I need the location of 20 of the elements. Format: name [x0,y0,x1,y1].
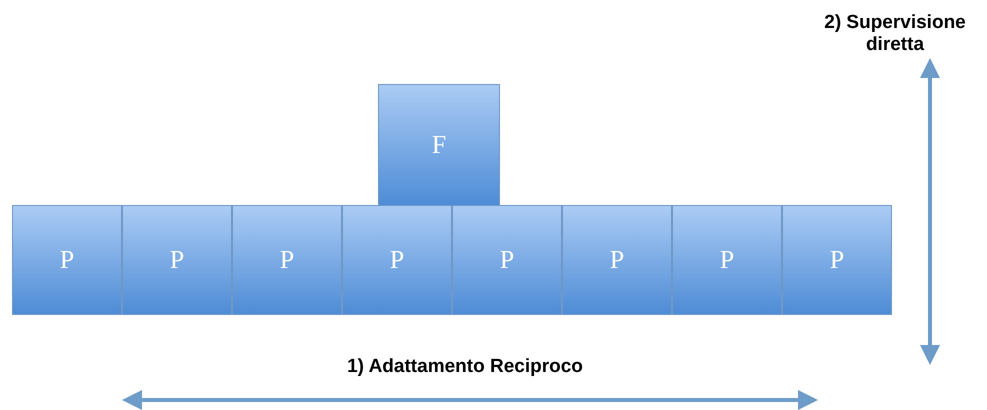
process-box [378,84,500,206]
box-label: F [432,130,446,160]
process-box [12,205,122,315]
box-label: P [500,245,514,275]
box-label: P [830,245,844,275]
process-box [782,205,892,315]
box-label: P [720,245,734,275]
axis-label: 2) Supervisione diretta [823,12,967,56]
box-label: P [610,245,624,275]
box-label: P [60,245,74,275]
box-label: P [170,245,184,275]
process-box [452,205,562,315]
process-box [562,205,672,315]
process-box [232,205,342,315]
process-box [672,205,782,315]
box-label: P [390,245,404,275]
box-label: P [280,245,294,275]
process-box [342,205,452,315]
process-box [122,205,232,315]
axis-label: 1) Adattamento Reciproco [346,356,584,378]
